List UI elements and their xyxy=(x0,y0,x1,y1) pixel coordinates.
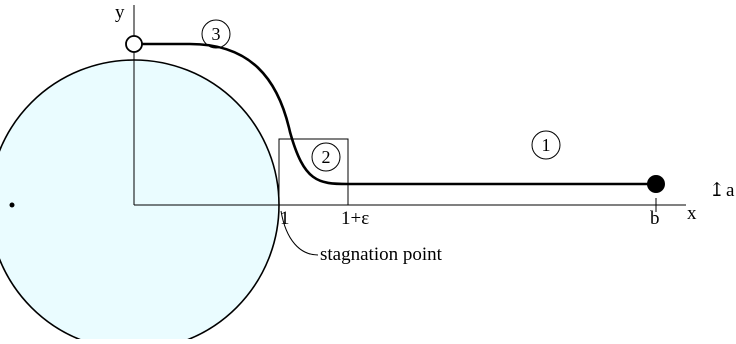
stagnation-point-label: stagnation point xyxy=(320,244,443,265)
y-axis-label: y xyxy=(115,2,125,23)
streamline-curve xyxy=(134,42,656,186)
end-marker xyxy=(647,175,665,193)
tick-label-one-plus-eps: 1+ε xyxy=(341,208,369,229)
svg-text:3: 3 xyxy=(212,24,221,44)
svg-text:1: 1 xyxy=(542,135,551,155)
tick-label-one: 1 xyxy=(280,208,290,229)
svg-text:2: 2 xyxy=(322,147,331,167)
region-label-1: 1 xyxy=(531,130,561,160)
tick-label-b: b xyxy=(650,208,660,229)
region-label-2: 2 xyxy=(311,142,341,172)
stagnation-leader-line xyxy=(280,210,319,256)
x-axis-label: x xyxy=(687,203,697,224)
height-arrow-icon: ↥ xyxy=(709,180,725,201)
region-2-box xyxy=(278,138,349,206)
start-marker xyxy=(125,35,143,53)
left-point-dot xyxy=(9,202,15,208)
height-label: a xyxy=(726,180,735,201)
cylinder xyxy=(0,59,280,344)
region-label-3: 3 xyxy=(201,19,231,49)
